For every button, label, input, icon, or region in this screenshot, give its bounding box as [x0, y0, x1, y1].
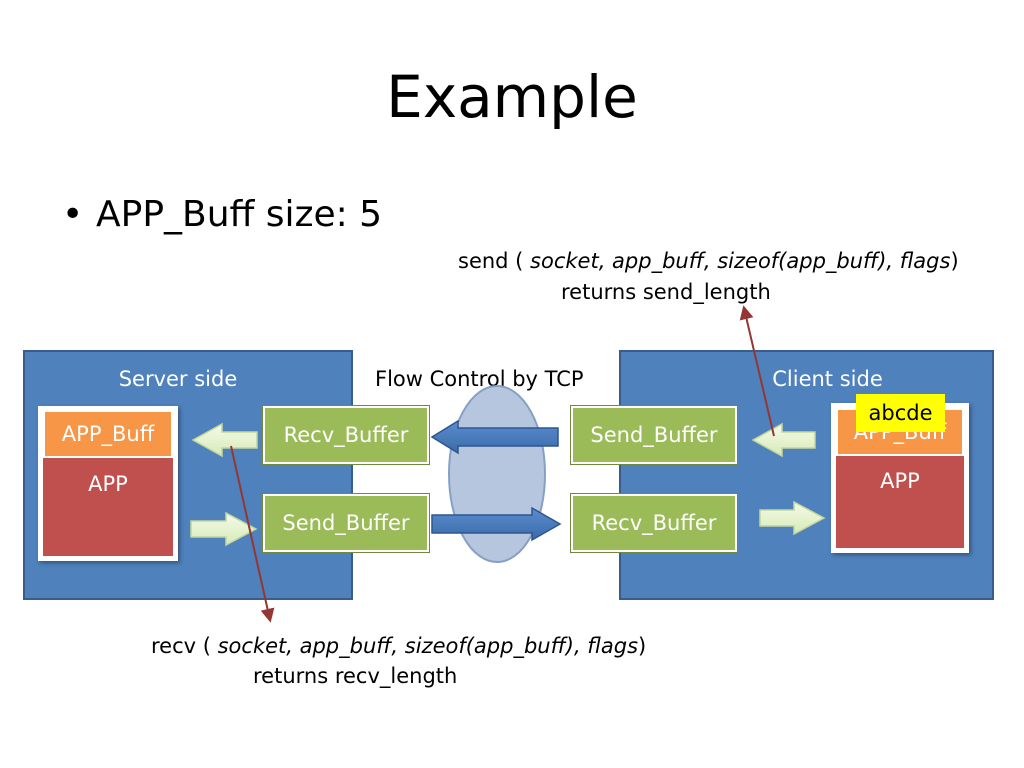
client-recv-buffer: Recv_Buffer	[571, 494, 737, 552]
server-label: Server side	[118, 367, 238, 391]
data-highlight: abcde	[856, 394, 945, 432]
server-app-buff: APP_Buff	[43, 410, 173, 458]
send-call-returns: returns send_length	[561, 280, 771, 304]
flow-control-label: Flow Control by TCP	[375, 367, 584, 391]
recv-call: recv ( socket, app_buff, sizeof(app_buff…	[151, 631, 646, 661]
tcp-arrow-left	[430, 419, 559, 455]
bullet-dot: •	[62, 194, 84, 235]
bullet-text: APP_Buff size: 5	[96, 194, 383, 235]
send-pointer-arrow	[739, 305, 775, 437]
client-label: Client side	[772, 367, 883, 391]
flow-control-ellipse	[448, 385, 546, 563]
send-call: send ( socket, app_buff, sizeof(app_buff…	[458, 246, 959, 276]
server-arrow-to-send	[190, 511, 258, 547]
server-arrow-to-app	[191, 422, 258, 458]
tcp-arrow-right	[431, 506, 562, 542]
recv-call-suffix: )	[638, 634, 647, 658]
server-send-buffer: Send_Buffer	[263, 494, 429, 552]
client-arrow-to-send	[751, 422, 816, 458]
bullet-item: • APP_Buff size: 5	[62, 192, 382, 238]
send-call-args: socket, app_buff, sizeof(app_buff), flag…	[530, 249, 951, 273]
client-app: APP	[836, 452, 964, 548]
send-call-prefix: send (	[458, 249, 531, 273]
client-arrow-to-app	[759, 500, 826, 536]
recv-call-returns: returns recv_length	[253, 664, 458, 688]
server-app: APP	[43, 455, 173, 556]
slide-title: Example	[386, 63, 638, 131]
recv-call-args: socket, app_buff, sizeof(app_buff), flag…	[217, 634, 639, 658]
recv-call-prefix: recv (	[151, 634, 218, 658]
server-recv-buffer: Recv_Buffer	[263, 406, 429, 464]
recv-pointer-arrow	[230, 445, 275, 623]
client-send-buffer: Send_Buffer	[571, 406, 737, 464]
send-call-suffix: )	[950, 249, 959, 273]
